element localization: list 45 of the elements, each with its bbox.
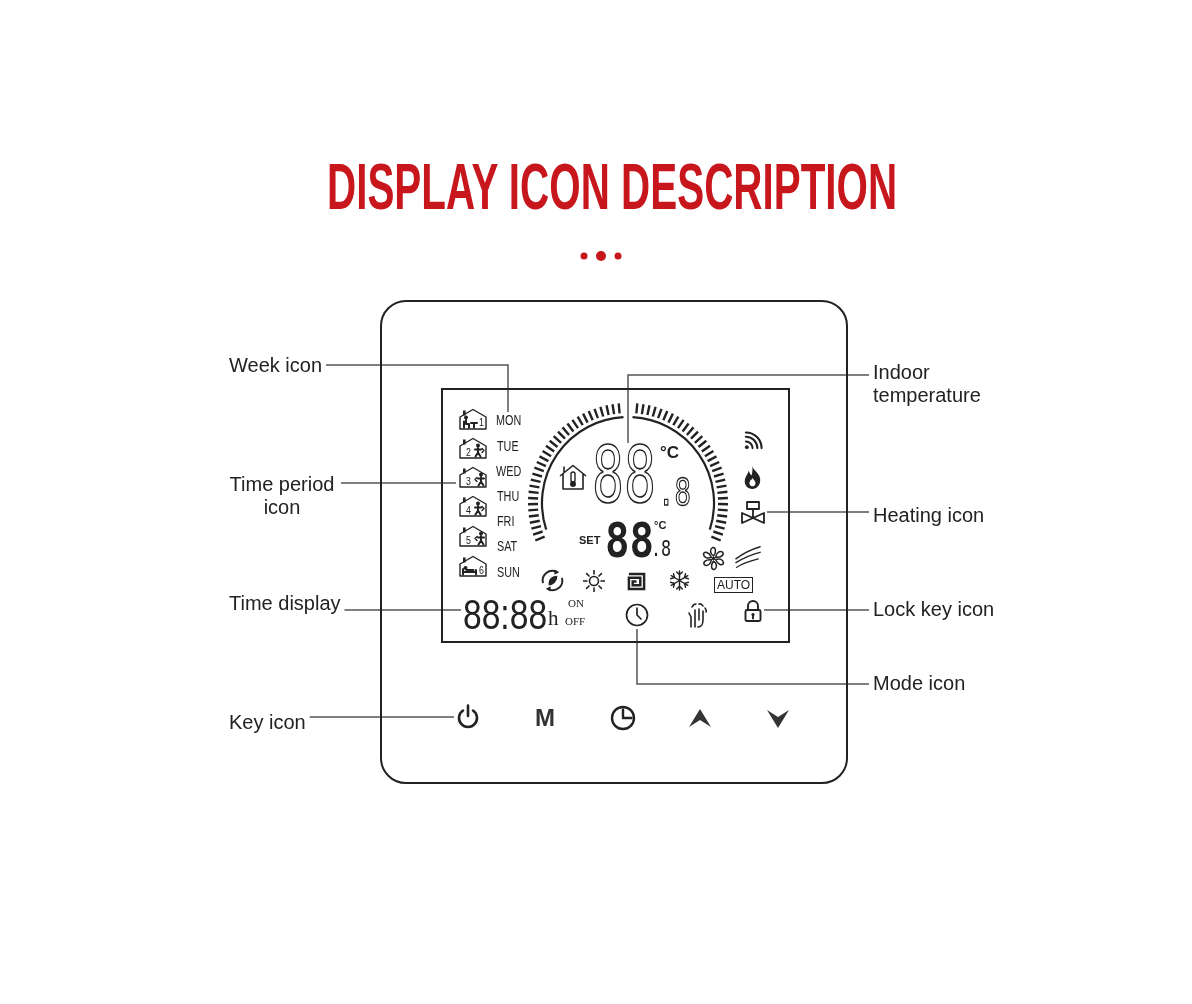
period-number: 1 xyxy=(479,418,484,427)
lock-icon xyxy=(744,600,762,622)
period-number: 4 xyxy=(466,506,471,515)
unit-label: °C xyxy=(660,447,680,460)
leader-line xyxy=(325,364,509,413)
house-icon xyxy=(458,466,488,488)
leader-line xyxy=(636,628,870,685)
callout-label: Time period icon xyxy=(227,473,337,519)
leader-line xyxy=(763,609,870,611)
hour-unit: h xyxy=(548,611,559,627)
title: DISPLAY ICON DESCRIPTION xyxy=(327,163,898,211)
callout-label: Lock key icon xyxy=(873,598,995,621)
weekday-label: SAT xyxy=(497,540,518,552)
period-number: 5 xyxy=(466,536,471,545)
leader-line xyxy=(308,716,455,718)
mode-key: M xyxy=(535,709,555,727)
weekday-label: TUE xyxy=(497,440,519,452)
callout-label: Key icon xyxy=(229,711,306,734)
temperature-digits: 88 xyxy=(592,445,656,506)
weekday-label: THU xyxy=(497,490,520,502)
decimal-digit: .8 xyxy=(658,478,691,508)
clock-icon xyxy=(625,603,649,627)
auto-indicator: AUTO xyxy=(714,577,754,593)
off-label: OFF xyxy=(565,617,586,626)
clock-digits: 88:88 xyxy=(463,599,548,631)
callout-label: Week icon xyxy=(229,354,322,377)
leader-line xyxy=(340,482,457,484)
period-number: 2 xyxy=(466,448,471,457)
valve-icon xyxy=(741,501,765,527)
leader-line xyxy=(627,374,870,444)
callout-label: Time display xyxy=(229,592,341,615)
period-number: 6 xyxy=(479,566,484,575)
weekday-label: FRI xyxy=(497,515,515,527)
on-label: ON xyxy=(568,599,584,608)
weekday-label: MON xyxy=(496,414,522,426)
callout-label: Mode icon xyxy=(873,672,966,695)
callout-label: Indoor temperature xyxy=(873,361,993,407)
leader-line xyxy=(343,609,462,611)
set-label: SET xyxy=(579,536,601,545)
period-number: 3 xyxy=(466,477,471,486)
callout-label: Heating icon xyxy=(873,504,985,527)
leader-line xyxy=(766,511,870,513)
power-icon xyxy=(456,704,480,730)
weekday-label: SUN xyxy=(497,566,520,578)
unit-label: °C xyxy=(654,521,667,530)
